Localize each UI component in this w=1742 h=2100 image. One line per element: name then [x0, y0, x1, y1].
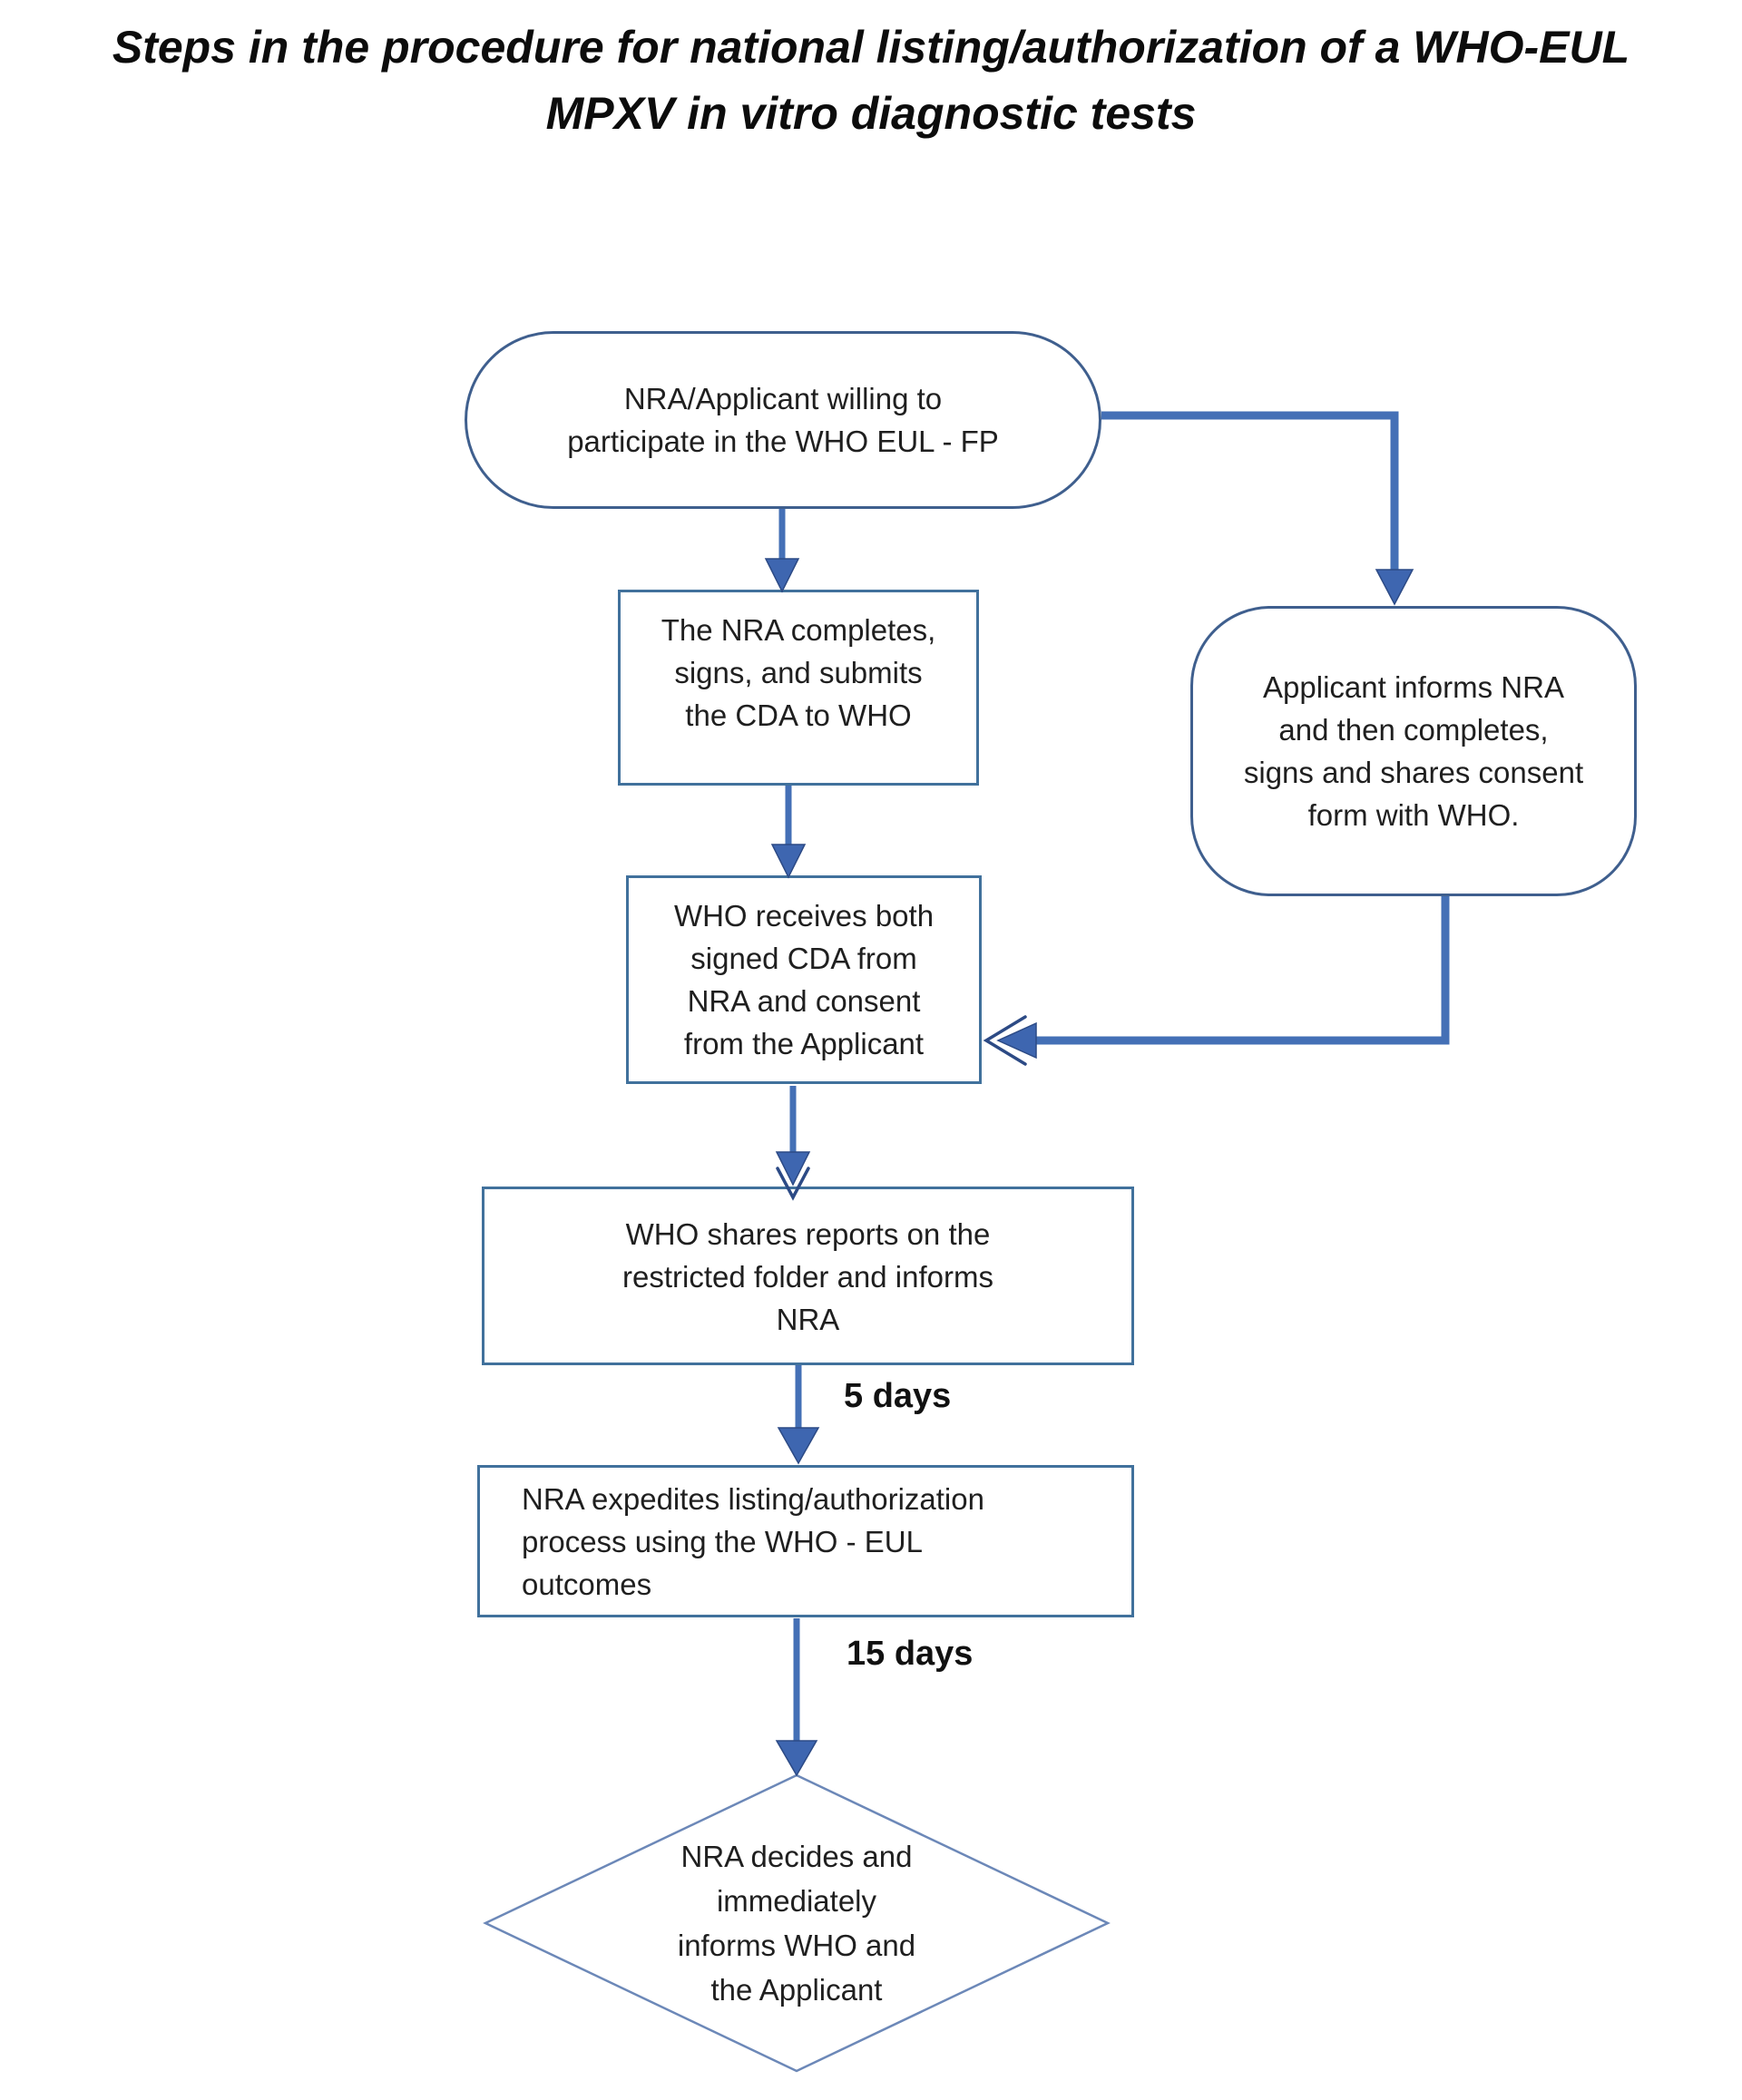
arrowhead-down-icon	[1375, 569, 1414, 606]
nra-decides-decision: NRA decides and immediately informs WHO …	[677, 1840, 916, 2007]
who-receives-step-label: WHO receives both signed CDA from NRA an…	[673, 899, 935, 1060]
arrowhead-down-icon	[775, 1740, 818, 1777]
who-shares-step-label: WHO shares reports on the restricted fol…	[621, 1217, 993, 1336]
start-terminator-label: NRA/Applicant willing to participate in …	[567, 382, 999, 458]
edge-label-15-days: 15 days	[847, 1635, 974, 1673]
arrowhead-down-icon	[775, 1151, 811, 1187]
nra-expedites-step: NRA expedites listing/authorization proc…	[477, 1465, 1134, 1617]
nra-cda-step-label: The NRA completes, signs, and submits th…	[661, 613, 936, 732]
arrowhead-left-open-icon	[983, 1015, 1027, 1066]
arrowhead-down-icon	[770, 844, 807, 879]
nra-cda-step: The NRA completes, signs, and submits th…	[618, 590, 979, 786]
applicant-consent-step-label: Applicant informs NRA and then completes…	[1243, 670, 1584, 832]
arrowhead-left-icon	[996, 1021, 1037, 1060]
diagram-title: Steps in the procedure for national list…	[112, 22, 1630, 139]
edge-label-5-days: 5 days	[844, 1377, 952, 1415]
arrowhead-down-icon	[764, 558, 800, 593]
arrowhead-down-icon	[777, 1427, 820, 1465]
connector-start-to-applicant	[1101, 411, 1399, 570]
connector-applicant-to-who-receives	[1036, 896, 1450, 1045]
nra-expedites-step-label: NRA expedites listing/authorization proc…	[522, 1481, 984, 1601]
who-receives-step: WHO receives both signed CDA from NRA an…	[626, 875, 982, 1084]
start-terminator: NRA/Applicant willing to participate in …	[465, 331, 1101, 509]
who-shares-step: WHO shares reports on the restricted fol…	[482, 1187, 1134, 1365]
applicant-consent-step: Applicant informs NRA and then completes…	[1190, 606, 1637, 896]
